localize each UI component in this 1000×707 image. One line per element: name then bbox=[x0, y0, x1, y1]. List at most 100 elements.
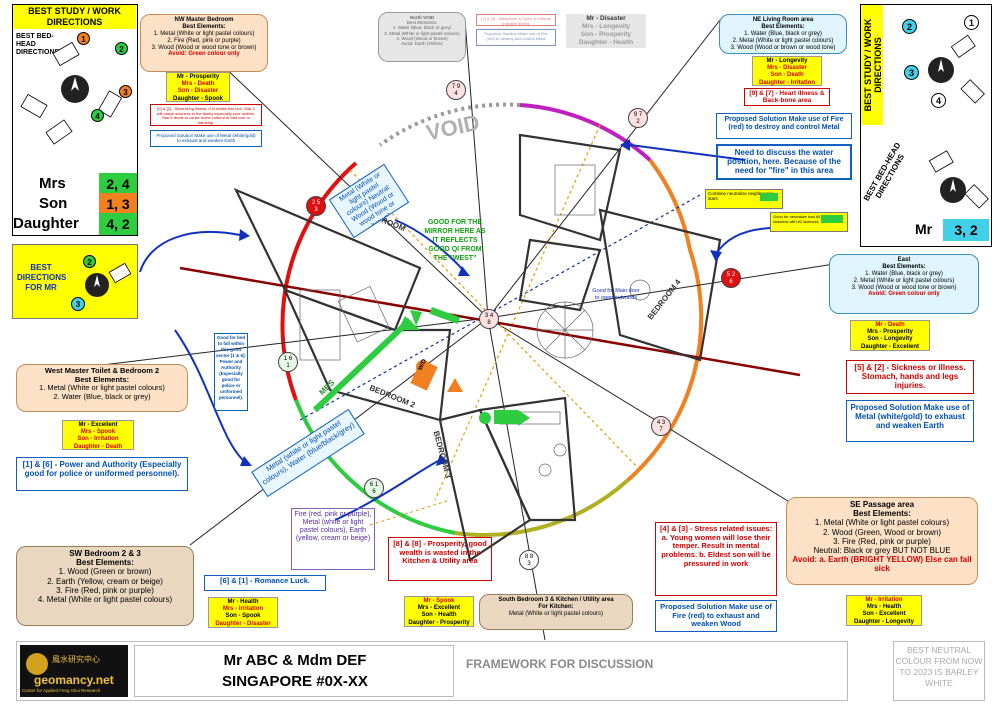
se-person-box: Mr - Irritation Mrs - Health Son - Excel… bbox=[846, 595, 922, 626]
nw-subtitle: Best Elements: bbox=[182, 23, 226, 30]
sector-arc-northeast-magenta bbox=[519, 103, 652, 162]
footer-logo: 風水研究中心 geomancy.net Center for Applied F… bbox=[20, 645, 128, 697]
sw-person-2: Mrs - Irritation bbox=[222, 606, 264, 613]
north-void-avoid: Avoid: Earth (Yellow) bbox=[401, 40, 443, 46]
right-direction-badge-3: 3 bbox=[904, 65, 919, 80]
west-person-box: Mr - Excellent Mrs - Spook Son - Irritat… bbox=[62, 420, 134, 450]
nw-person-box: Mr - Prosperity Mrs - Death Son - Disast… bbox=[166, 72, 230, 102]
sw-combo-box: [6] & [1] - Romance Luck. bbox=[204, 575, 326, 591]
blue-arrow bbox=[334, 459, 441, 521]
east-line-3: 3. Wood (Wood or wood tone or brown) bbox=[851, 284, 957, 291]
north-void-line-3: 3. Wood (Wood or brown) bbox=[396, 35, 448, 41]
west-line-1: 1. Metal (White or light pastel colours) bbox=[39, 383, 165, 393]
mrs-row-value: 2, 4 bbox=[99, 173, 137, 195]
right-study-strip bbox=[861, 5, 883, 125]
nw-title: NW Master Bedroom bbox=[174, 17, 234, 23]
ne-person-1: Mr - Longevity bbox=[766, 58, 808, 64]
main-door-note: Good for Main door to open outwards bbox=[592, 288, 640, 301]
arrowhead bbox=[436, 454, 448, 466]
mr-directions-box: BEST DIRECTIONS FOR MR 2 3 bbox=[12, 244, 138, 319]
ne-water-note-box: Need to discuss the water position, here… bbox=[716, 144, 852, 180]
east-combo-box: [5] & [2] - Sickness or illness. Stomach… bbox=[846, 360, 974, 394]
north-person-3: Son - Prosperity bbox=[580, 31, 632, 38]
mrs-arrow bbox=[312, 317, 413, 413]
ne-solution-box: Proposed Solution Make use of Fire (red)… bbox=[716, 113, 852, 139]
east-title: East bbox=[897, 257, 911, 263]
nw-line-3: 3. Wood (Wood or wood tone or brown) bbox=[151, 44, 257, 51]
north-solution-box: Proposed Solution Make use of Fire (red)… bbox=[476, 29, 556, 46]
neutral-colour-note: BEST NEUTRAL COLOUR FROM NOW TO 2023 IS … bbox=[893, 641, 985, 701]
logo-sub: Center for Applied Feng Shui Research bbox=[22, 688, 101, 693]
green-marker bbox=[494, 410, 518, 424]
son-row-value: 1, 3 bbox=[99, 193, 137, 215]
east-line-2: 2. Metal (White or light pastel colours) bbox=[853, 277, 955, 284]
west-person-1: Mr - Excellent bbox=[78, 422, 118, 428]
east-avoid: Avoid: Green colour only bbox=[868, 291, 940, 298]
sector-line bbox=[487, 19, 721, 319]
arrowhead bbox=[458, 266, 470, 276]
logo-name: geomancy.net bbox=[34, 673, 114, 687]
sw-title: SW Bedroom 2 & 3 bbox=[69, 549, 141, 558]
east-person-3: Son - Longevity bbox=[867, 336, 913, 343]
west-subtitle: Best Elements: bbox=[74, 374, 130, 384]
nw-elements-box: NW Master Bedroom Best Elements: 1. Meta… bbox=[140, 14, 268, 72]
south-subtitle: For Kitchen: bbox=[538, 603, 574, 610]
nw-avoid: Avoid: Green colour only bbox=[168, 51, 240, 58]
ne-person-box: Mr - Longevity Mrs - Disaster Son - Deat… bbox=[752, 56, 822, 86]
se-person-2: Mrs - Health bbox=[866, 604, 902, 611]
sw-line-2: 2. Earth (Yellow, cream or beige) bbox=[47, 576, 163, 586]
wardrobe-orange bbox=[410, 359, 438, 391]
son-row-label: Son bbox=[39, 195, 68, 212]
sw-line-4: 4. Metal (White or light pastel colours) bbox=[37, 594, 173, 604]
right-mr-value: 3, 2 bbox=[943, 219, 989, 241]
se-person-1: Mr - Irritation bbox=[865, 597, 903, 603]
east-subtitle: Best Elements: bbox=[882, 263, 926, 270]
logo-chinese-text: 風水研究中心 bbox=[52, 655, 100, 664]
left-compass-drawing bbox=[20, 41, 123, 145]
left-directions-panel: BEST STUDY / WORK DIRECTIONS BEST BED-HE… bbox=[12, 4, 138, 236]
mr-compass-drawing bbox=[85, 263, 132, 297]
south-person-4: Daughter - Prosperity bbox=[408, 619, 470, 626]
right-direction-badge-1: 1 bbox=[964, 15, 979, 30]
ne-person-2: Mrs - Disaster bbox=[767, 65, 807, 72]
good-neutralize-note: Good for neutralize bad #5 misfortune / … bbox=[770, 212, 848, 232]
right-directions-panel: BEST STUDY / WORK DIRECTIONS 2 1 3 4 BES… bbox=[860, 4, 992, 247]
right-direction-badge-4: 4 bbox=[931, 93, 946, 108]
north-person-box: Mr - Disaster Mrs - Longevity Son - Pros… bbox=[566, 14, 646, 48]
arrowhead bbox=[710, 250, 722, 262]
west-combo-box: [1] & [6] - Power and Authority (Especia… bbox=[16, 457, 188, 491]
wall-outline bbox=[598, 208, 722, 362]
north-void-line-1: 1. Water (Blue, black or grey) bbox=[392, 25, 452, 31]
sector-arc-south-olive bbox=[454, 478, 630, 537]
nw-person-2: Mrs - Death bbox=[181, 81, 215, 88]
north-person-1: Mr - Disaster bbox=[586, 15, 626, 22]
ne-line-2: 2. Metal (White or light pastel colours) bbox=[732, 37, 834, 44]
combine-neutralize-text: Combine neutralize neighbouring stars bbox=[708, 191, 775, 201]
east-person-box: Mr - Death Mrs - Prosperity Son - Longev… bbox=[850, 320, 930, 351]
right-mr-label: Mr bbox=[915, 221, 933, 237]
se-combo-head: [4] & [3] - Stress related issues: bbox=[659, 524, 773, 533]
ne-combo-box: [9] & [7] - Heart illness & Back-bone ar… bbox=[744, 88, 830, 106]
north-void-sub: Best Elements: bbox=[406, 20, 438, 26]
right-compass-drawing bbox=[928, 34, 989, 209]
sector-arc-east-orange bbox=[648, 158, 692, 251]
mirror-note: GOOD FOR THE MIRROR HERE AS IT REFLECTS … bbox=[424, 219, 486, 262]
nw-person-1: Mr - Prosperity bbox=[176, 74, 220, 80]
framework-label: FRAMEWORK FOR DISCUSSION bbox=[466, 657, 654, 671]
se-person-3: Son - Excellent bbox=[862, 611, 906, 618]
ne-subtitle: Best Elements: bbox=[761, 23, 805, 30]
arrowhead bbox=[620, 139, 630, 151]
sw-elements-box: SW Bedroom 2 & 3 Best Elements: 1. Wood … bbox=[16, 546, 194, 626]
arrowhead bbox=[239, 229, 250, 241]
nw-person-3: Son - Disaster bbox=[177, 88, 219, 95]
left-direction-badge-2: 2 bbox=[115, 42, 128, 55]
mirror-indicator bbox=[429, 307, 461, 324]
se-subtitle: Best Elements: bbox=[853, 509, 911, 519]
wardrobe-shape bbox=[299, 289, 341, 361]
wall-outline bbox=[478, 396, 577, 522]
north-void-box: North VOID Best Elements: 1. Water (Blue… bbox=[378, 12, 466, 62]
west-person-4: Daughter - Death bbox=[73, 443, 123, 450]
footer-frame bbox=[16, 641, 848, 701]
